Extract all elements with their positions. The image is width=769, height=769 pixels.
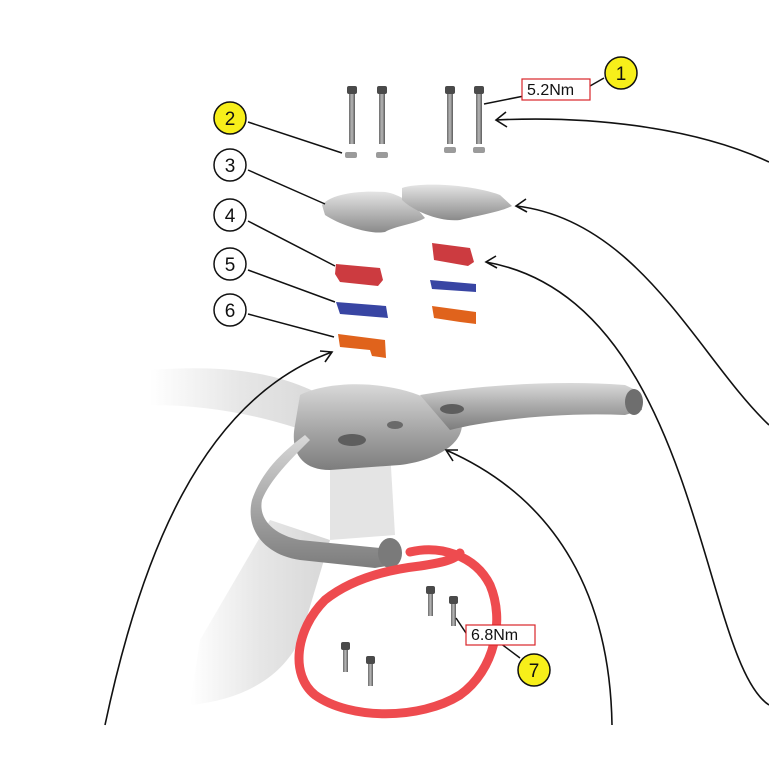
spacer-blue-right	[430, 280, 476, 292]
leader-2	[247, 121, 343, 154]
spacer-orange-right	[432, 306, 476, 324]
leader-lines	[247, 77, 605, 659]
torque-value-top: 5.2Nm	[527, 82, 574, 99]
torque-value-bottom: 6.8Nm	[471, 627, 518, 644]
callout-5-number: 5	[225, 255, 236, 276]
armrest-cap-right	[402, 184, 512, 221]
callout-6: 6	[213, 293, 247, 327]
arrowhead	[514, 198, 528, 213]
mount-hole-left	[338, 434, 366, 446]
right-bar-extension	[420, 383, 642, 430]
mount-hole-center	[387, 421, 403, 429]
spacers-red	[335, 243, 474, 286]
torque-label-bottom: 6.8Nm	[465, 624, 536, 646]
spacer-red-left	[335, 264, 383, 286]
bolt	[449, 596, 458, 626]
arrowhead	[494, 111, 508, 128]
spacers-blue	[336, 280, 476, 318]
callout-4-number: 4	[225, 206, 236, 227]
callout-2-number: 2	[225, 109, 236, 130]
arrow-to-caps	[515, 205, 769, 426]
callout-2: 2	[213, 101, 247, 135]
spacers-orange	[338, 306, 476, 358]
bolt	[474, 86, 484, 144]
leader-1b	[483, 95, 525, 105]
head-tube	[190, 520, 330, 705]
mount-hole-right	[440, 404, 464, 414]
callout-4: 4	[213, 198, 247, 232]
callout-7: 7	[517, 653, 551, 687]
arrow-to-orange-spacer	[104, 351, 333, 726]
washer	[473, 147, 485, 153]
callout-1: 1	[604, 56, 638, 90]
bolt	[445, 86, 455, 144]
washer	[444, 147, 456, 153]
torque-label-top: 5.2Nm	[521, 78, 591, 101]
leader-5	[247, 269, 336, 303]
bolt	[366, 656, 375, 686]
bolt	[377, 86, 387, 144]
armrest-caps	[322, 184, 512, 233]
callout-6-number: 6	[225, 301, 236, 322]
leader-1	[589, 77, 605, 87]
washer	[376, 152, 388, 158]
callout-3: 3	[213, 148, 247, 182]
washer	[345, 152, 357, 158]
stem-body	[293, 384, 462, 470]
bottom-bolts	[341, 586, 458, 686]
spacer-red-right	[432, 243, 474, 266]
bolt	[347, 86, 357, 144]
callout-3-number: 3	[225, 156, 236, 177]
left-bar-arm	[250, 435, 392, 568]
annotation-circle	[294, 545, 502, 719]
assembly-arrows	[104, 111, 769, 726]
spacer-blue-left	[336, 302, 388, 318]
arrow-to-stem	[445, 449, 613, 726]
armrest-cap-left	[322, 191, 425, 233]
bolt	[341, 642, 350, 672]
arrow-to-bolts	[495, 118, 769, 163]
washers	[345, 147, 485, 158]
callout-5: 5	[213, 247, 247, 281]
leader-3	[247, 169, 326, 205]
spacer-orange-left	[338, 334, 386, 358]
arrowhead	[444, 449, 458, 462]
bolt	[426, 586, 435, 616]
cockpit-handlebar	[250, 383, 643, 568]
leader-6	[247, 313, 335, 338]
left-bar-end	[378, 538, 402, 568]
arrowhead	[484, 255, 498, 269]
callout-7-number: 7	[529, 661, 540, 682]
callout-1-number: 1	[616, 64, 627, 85]
arrowhead	[319, 350, 334, 363]
top-tube	[150, 368, 330, 440]
leader-4	[247, 220, 336, 267]
right-bar-end	[625, 389, 643, 415]
arrow-to-spacers	[485, 261, 769, 706]
top-bolts	[347, 86, 484, 144]
